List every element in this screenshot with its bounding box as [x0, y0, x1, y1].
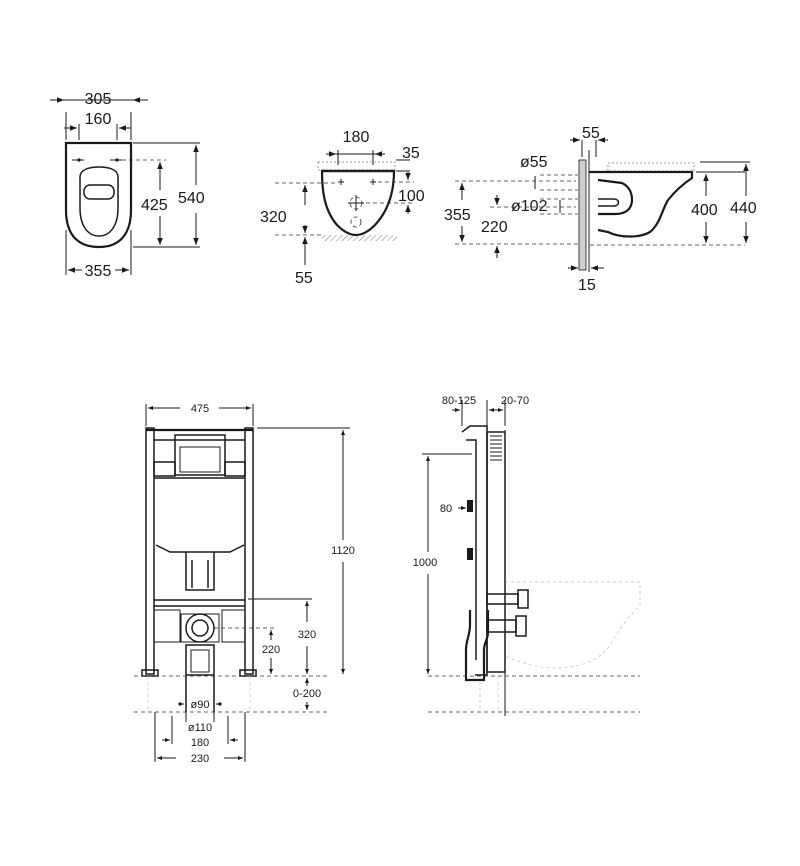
- dim-20-70: 20-70: [501, 395, 529, 407]
- dim-220-side: 220: [481, 219, 508, 236]
- dim-55-front: 55: [295, 270, 313, 287]
- dim-540: 540: [178, 190, 205, 207]
- dim-305: 305: [85, 91, 112, 108]
- dim-180: 180: [343, 129, 370, 146]
- frame-front-view: 475 1120 320 220 0-200 ø90 ø110 180: [134, 403, 355, 765]
- dim-355-side: 355: [444, 207, 471, 224]
- dim-dia-110: ø110: [188, 722, 212, 734]
- bowl-top-lid: [83, 184, 115, 200]
- bowl-top-outline: [64, 141, 133, 249]
- dim-1120: 1120: [331, 545, 355, 557]
- dim-0-200: 0-200: [293, 688, 321, 700]
- dim-15: 15: [578, 277, 596, 294]
- dim-230: 230: [191, 753, 209, 765]
- wall-section: [578, 159, 587, 271]
- drain-outlet: [185, 613, 215, 643]
- seat-inner-outline: [79, 166, 119, 237]
- bowl-ghost: [504, 581, 641, 669]
- dim-35: 35: [402, 145, 420, 162]
- dim-100: 100: [398, 188, 425, 205]
- dim-320-frame: 320: [298, 629, 316, 641]
- mounting-holes: [338, 179, 376, 228]
- dim-80: 80: [440, 503, 452, 515]
- drain-pipe-side: [464, 610, 490, 682]
- dim-440: 440: [730, 200, 757, 217]
- dim-475: 475: [191, 403, 209, 415]
- frame-side-back: [486, 431, 506, 673]
- frame-right-upright: [244, 427, 254, 675]
- dim-320-front: 320: [260, 209, 287, 226]
- bowl-front-view: 180 35 100 320 55: [260, 129, 425, 287]
- frame-side-view: 80-125 20-70 1000 80: [413, 395, 641, 716]
- cistern-box: [174, 434, 226, 476]
- dim-55-side: 55: [582, 125, 600, 142]
- dim-425: 425: [141, 197, 168, 214]
- dim-160: 160: [85, 111, 112, 128]
- dim-220-frame: 220: [262, 644, 280, 656]
- dim-dia-90: ø90: [191, 699, 210, 711]
- dim-1000: 1000: [413, 557, 437, 569]
- dim-dia-55: ø55: [520, 154, 548, 171]
- bowl-top-view: 305 160 540 425 355: [50, 91, 205, 280]
- dim-dia-102: ø102: [511, 198, 548, 215]
- dim-80-125: 80-125: [442, 395, 476, 407]
- dim-180-frame: 180: [191, 737, 209, 749]
- bowl-side-outline: [593, 170, 694, 238]
- dim-400: 400: [691, 202, 718, 219]
- bowl-side-view: 55 ø55 ø102 355 220 400 440: [444, 125, 757, 294]
- dim-355: 355: [85, 263, 112, 280]
- frame-left-upright: [145, 427, 155, 675]
